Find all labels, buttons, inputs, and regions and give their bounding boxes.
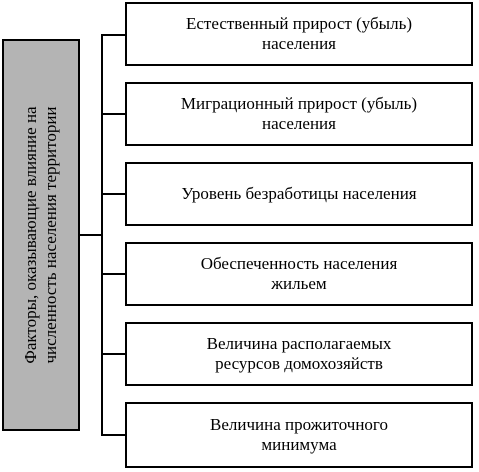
connector-branch-1	[101, 34, 125, 36]
factor-label-line-1: Величина располагаемых	[206, 334, 392, 353]
factor-label: Миграционный прирост (убыль) населения	[181, 94, 417, 134]
root-factor-box: Факторы, оказывающие влияние на численно…	[2, 39, 80, 431]
root-factor-label-line-1: Факторы, оказывающие влияние на	[21, 106, 40, 364]
factor-label-line-2: жильем	[271, 274, 327, 293]
factor-label: Обеспеченность населения жильем	[201, 254, 398, 294]
factor-label: Величина прожиточного минимума	[210, 415, 388, 455]
root-factor-label-line-2: численность населения территории	[41, 106, 60, 364]
factor-box-housing: Обеспеченность населения жильем	[125, 242, 473, 306]
factor-label-line-2: минимума	[261, 435, 337, 454]
connector-branch-4	[101, 273, 125, 275]
factor-label: Естественный прирост (убыль) населения	[186, 14, 412, 54]
factor-box-household-resources: Величина располагаемых ресурсов домохозя…	[125, 322, 473, 386]
factor-label-line-1: Величина прожиточного	[210, 415, 388, 434]
factor-label-line-2: ресурсов домохозяйств	[215, 354, 383, 373]
connector-branch-3	[101, 193, 125, 195]
factor-box-natural-growth: Естественный прирост (убыль) населения	[125, 2, 473, 66]
factor-label-line-1: Уровень безработицы населения	[181, 184, 417, 203]
connector-root-stub	[80, 234, 102, 236]
factor-label-line-1: Миграционный прирост (убыль)	[180, 94, 418, 113]
connector-branch-6	[101, 434, 125, 436]
connector-branch-2	[101, 113, 125, 115]
factor-box-subsistence-minimum: Величина прожиточного минимума	[125, 402, 473, 468]
factor-label-line-2: населения	[262, 34, 336, 53]
factor-label-line-1: Естественный прирост (убыль)	[186, 14, 412, 33]
factor-label-line-2: населения	[261, 114, 336, 133]
root-factor-label: Факторы, оказывающие влияние на численно…	[21, 43, 61, 427]
factor-label: Величина располагаемых ресурсов домохозя…	[207, 334, 392, 374]
connector-branch-5	[101, 353, 125, 355]
factor-box-unemployment: Уровень безработицы населения	[125, 162, 473, 226]
connector-trunk	[101, 34, 103, 436]
factor-label-line-1: Обеспеченность населения	[200, 254, 398, 273]
factor-label: Уровень безработицы населения	[181, 184, 416, 204]
factor-box-migration-growth: Миграционный прирост (убыль) населения	[125, 82, 473, 146]
